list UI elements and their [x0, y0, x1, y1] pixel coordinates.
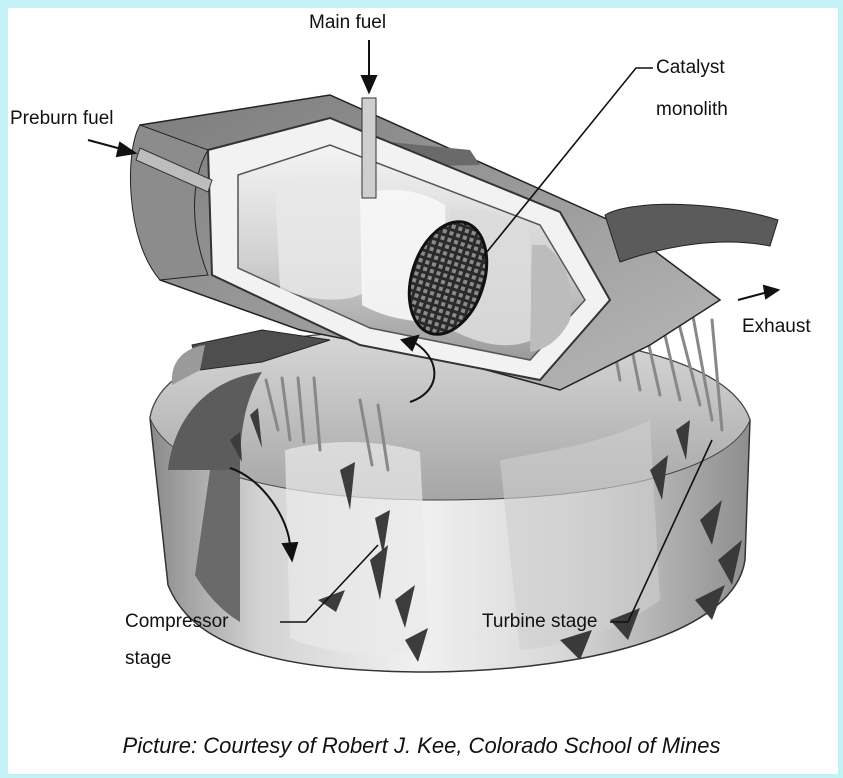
label-turbine-stage: Turbine stage [482, 609, 597, 634]
turbine-drum [150, 330, 750, 672]
label-compressor-stage: stage [125, 646, 171, 671]
label-monolith: monolith [656, 97, 728, 122]
label-exhaust: Exhaust [742, 314, 811, 339]
label-preburn-fuel: Preburn fuel [10, 106, 114, 131]
label-compressor: Compressor [125, 609, 228, 634]
label-catalyst: Catalyst [656, 55, 725, 80]
label-main-fuel: Main fuel [309, 10, 386, 35]
figure-caption: Picture: Courtesy of Robert J. Kee, Colo… [0, 733, 843, 759]
main-fuel-injector [362, 98, 376, 198]
